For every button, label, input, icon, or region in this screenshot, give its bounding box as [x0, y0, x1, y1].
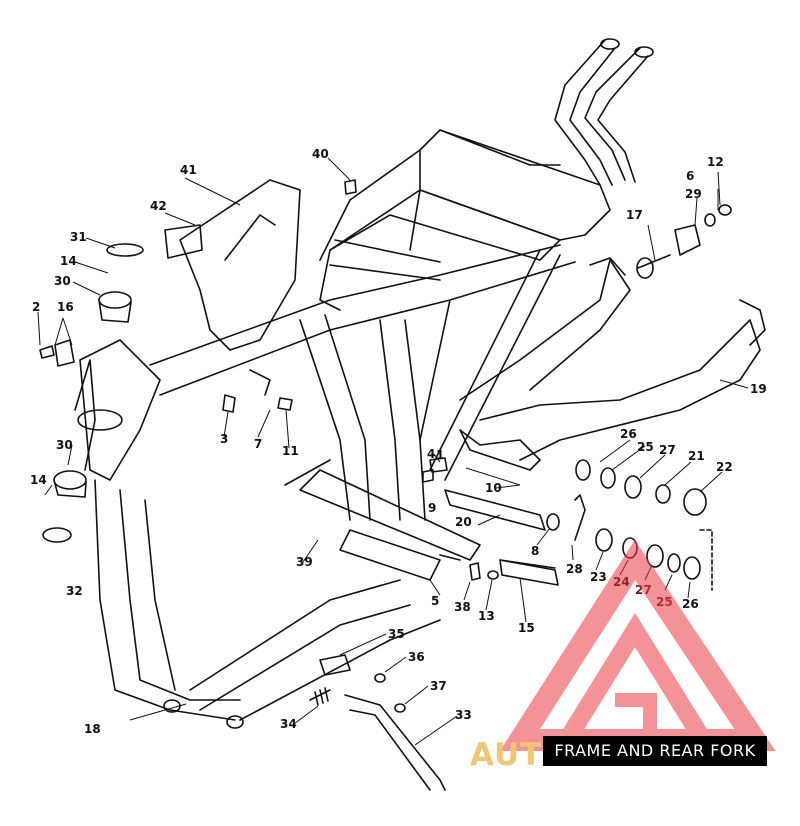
callout-label: 15 — [518, 621, 535, 635]
callout-label: 21 — [688, 449, 705, 463]
callout-label: 31 — [70, 230, 87, 244]
callout-label: 36 — [408, 650, 425, 664]
diagram-title-plate: FRAME AND REAR FORK — [543, 736, 767, 766]
callout-label: 17 — [626, 208, 643, 222]
callout-label: 39 — [296, 555, 313, 569]
callout-label: 30 — [56, 438, 73, 452]
diagram-title: FRAME AND REAR FORK — [554, 741, 756, 760]
callout-label: 30 — [54, 274, 71, 288]
callout-label: 7 — [254, 437, 262, 451]
callout-label: 28 — [566, 562, 583, 576]
callout-label: 19 — [750, 382, 767, 396]
callout-label: 41 — [180, 163, 197, 177]
callout-label: 13 — [478, 609, 495, 623]
callout-label: 9 — [428, 501, 436, 515]
callout-label: 34 — [280, 717, 297, 731]
callout-label: 42 — [150, 199, 167, 213]
callout-label: 35 — [388, 627, 405, 641]
callout-label: 22 — [716, 460, 733, 474]
callout-label: 5 — [431, 594, 439, 608]
callout-label: 4 — [427, 447, 435, 461]
callout-label: 14 — [30, 473, 47, 487]
callout-label: 29 — [685, 187, 702, 201]
callout-label: 12 — [707, 155, 724, 169]
callout-label: 8 — [531, 544, 539, 558]
callout-label: 33 — [455, 708, 472, 722]
callout-label: 6 — [686, 169, 694, 183]
callout-label: 26 — [620, 427, 637, 441]
callout-label: 32 — [66, 584, 83, 598]
callout-label: 23 — [590, 570, 607, 584]
callout-label: 3 — [220, 432, 228, 446]
callout-label: 11 — [282, 444, 299, 458]
callout-label: 27 — [659, 443, 676, 457]
callout-label: 38 — [454, 600, 471, 614]
frame-drawing — [39, 38, 766, 791]
callout-label: 1 — [436, 448, 444, 462]
callout-label: 40 — [312, 147, 329, 161]
callout-label: 10 — [485, 481, 502, 495]
leader-lines — [37, 157, 749, 746]
callout-label: 2 — [32, 300, 40, 314]
callout-labels: 1 2 3 4 5 6 7 8 9 10 11 12 13 14 14 15 1… — [30, 147, 767, 736]
callout-label: 37 — [430, 679, 447, 693]
callout-label: 26 — [682, 597, 699, 611]
callout-label: 18 — [84, 722, 101, 736]
callout-label: 16 — [57, 300, 74, 314]
callout-label: 14 — [60, 254, 77, 268]
callout-label: 25 — [637, 440, 654, 454]
callout-label: 20 — [455, 515, 472, 529]
